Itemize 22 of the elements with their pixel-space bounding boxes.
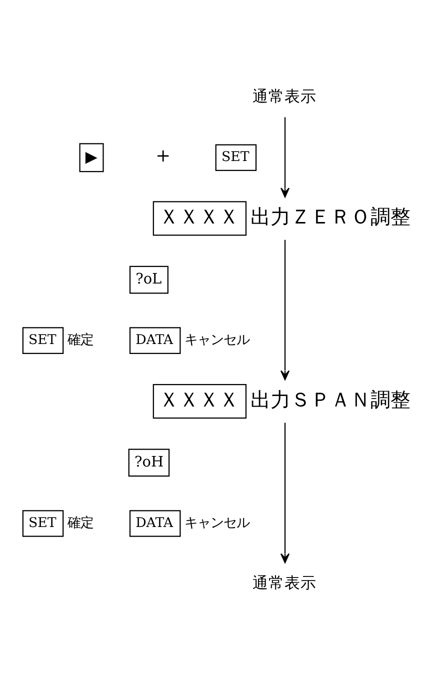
node-label: 出力ＳＰＡＮ調整 xyxy=(250,386,410,411)
node-label: キャンセル xyxy=(184,332,250,348)
node-label: 確定 xyxy=(67,332,94,348)
node-label: 確定 xyxy=(67,515,94,530)
arrow xyxy=(280,116,290,198)
node-box: DATA xyxy=(128,326,180,354)
node-box: ＸＸＸＸ xyxy=(152,384,246,418)
node-box: ?oL xyxy=(128,265,168,294)
node-box: ▶ xyxy=(78,142,104,172)
node-text: 通常表示 xyxy=(252,87,316,106)
node-text: 通常表示 xyxy=(252,573,316,592)
arrow xyxy=(280,239,290,380)
node-box: SET xyxy=(214,144,256,171)
node-box: DATA xyxy=(128,510,180,536)
node-box: SET xyxy=(22,510,64,536)
node-box: SET xyxy=(22,326,64,354)
label: + xyxy=(155,144,170,166)
node-box: ＸＸＸＸ xyxy=(152,200,246,236)
node-label: 出力ＺＥＲＯ調整 xyxy=(250,204,410,228)
node-box: ?oH xyxy=(128,448,170,476)
arrow xyxy=(280,422,290,563)
node-label: キャンセル xyxy=(184,515,250,530)
